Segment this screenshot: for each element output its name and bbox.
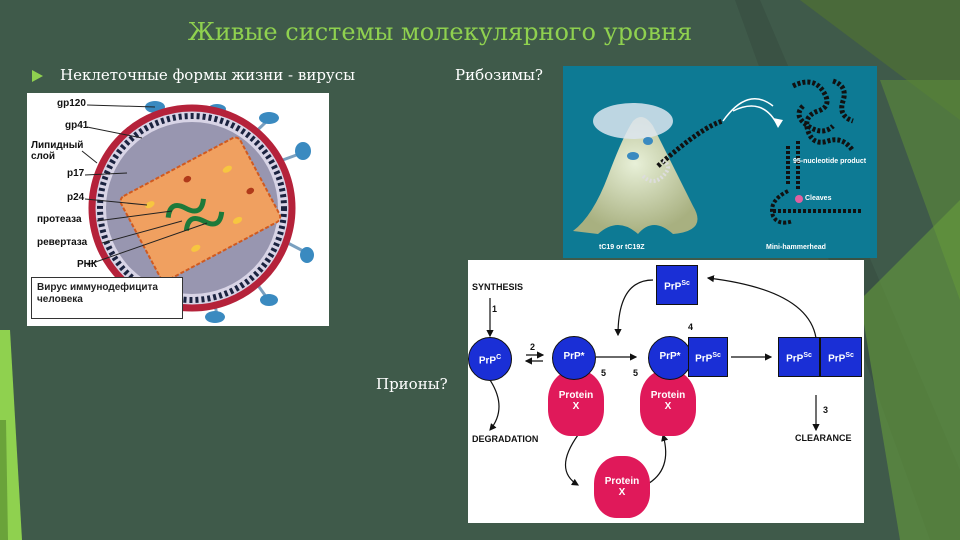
step-4: 4 — [688, 322, 693, 332]
hiv-virus-figure: gp120 gp41 Липидный слой p17 p24 протеаз… — [27, 93, 329, 326]
step-5a: 5 — [601, 368, 606, 378]
bullet-text: Неклеточные формы жизни - вирусы — [60, 66, 355, 84]
protein-x-2-line2: X — [640, 401, 696, 412]
label-gp41: gp41 — [65, 120, 88, 131]
caption-line2: человека — [37, 294, 177, 306]
protein-x-2-line1: Protein — [640, 390, 696, 401]
ribozyme-right-caption: Mini-hammerhead — [766, 244, 826, 251]
label-p24: p24 — [67, 192, 84, 203]
label-reverse: ревертаза — [37, 237, 87, 248]
prpsc-box-3: PrPSc — [820, 337, 862, 377]
virus-caption: Вирус иммунодефицита человека — [31, 277, 183, 319]
label-lipid: Липидный — [31, 140, 83, 151]
degradation-label: DEGRADATION — [472, 434, 538, 444]
step-5b: 5 — [633, 368, 638, 378]
product-label: 95-nucleotide product — [793, 158, 866, 165]
protein-x-node-3: Protein X — [594, 456, 650, 518]
caption-line1: Вирус иммунодефицита — [37, 282, 177, 294]
prion-figure: SYNTHESIS DEGRADATION CLEARANCE 1 2 3 4 … — [468, 260, 864, 523]
protein-x-1-line2: X — [548, 401, 604, 412]
label-gp120: gp120 — [57, 98, 86, 109]
prions-question: Прионы? — [376, 375, 448, 393]
bullet-arrow-icon — [32, 70, 43, 82]
label-p17: p17 — [67, 168, 84, 179]
prpsc-box-2: PrPSc — [778, 337, 820, 377]
label-protease: протеаза — [37, 214, 82, 225]
clearance-label: CLEARANCE — [795, 433, 852, 443]
synthesis-label: SYNTHESIS — [472, 282, 523, 292]
protein-x-3-line1: Protein — [594, 476, 650, 487]
prpc-node: PrPC — [468, 337, 512, 381]
prpstar-node-1: PrP* — [552, 336, 596, 380]
cleaves-label: Cleaves — [805, 195, 831, 202]
prpsc-box-top: PrPSc — [656, 265, 698, 305]
protein-x-1-line1: Protein — [548, 390, 604, 401]
step-1: 1 — [492, 304, 497, 314]
ribozymes-question: Рибозимы? — [455, 66, 543, 84]
ribozyme-figure: 95-nucleotide product Cleaves tC19 or tC… — [563, 66, 877, 258]
step-3: 3 — [823, 405, 828, 415]
ribozyme-left-caption: tC19 or tC19Z — [599, 244, 645, 251]
step-2: 2 — [530, 342, 535, 352]
protein-x-3-line2: X — [594, 487, 650, 498]
label-rna: РНК — [77, 259, 97, 270]
prpstar-node-2: PrP* — [648, 336, 692, 380]
slide-title: Живые системы молекулярного уровня — [0, 18, 880, 46]
prpsc-box-1: PrPSc — [688, 337, 728, 377]
label-layer: слой — [31, 151, 55, 162]
